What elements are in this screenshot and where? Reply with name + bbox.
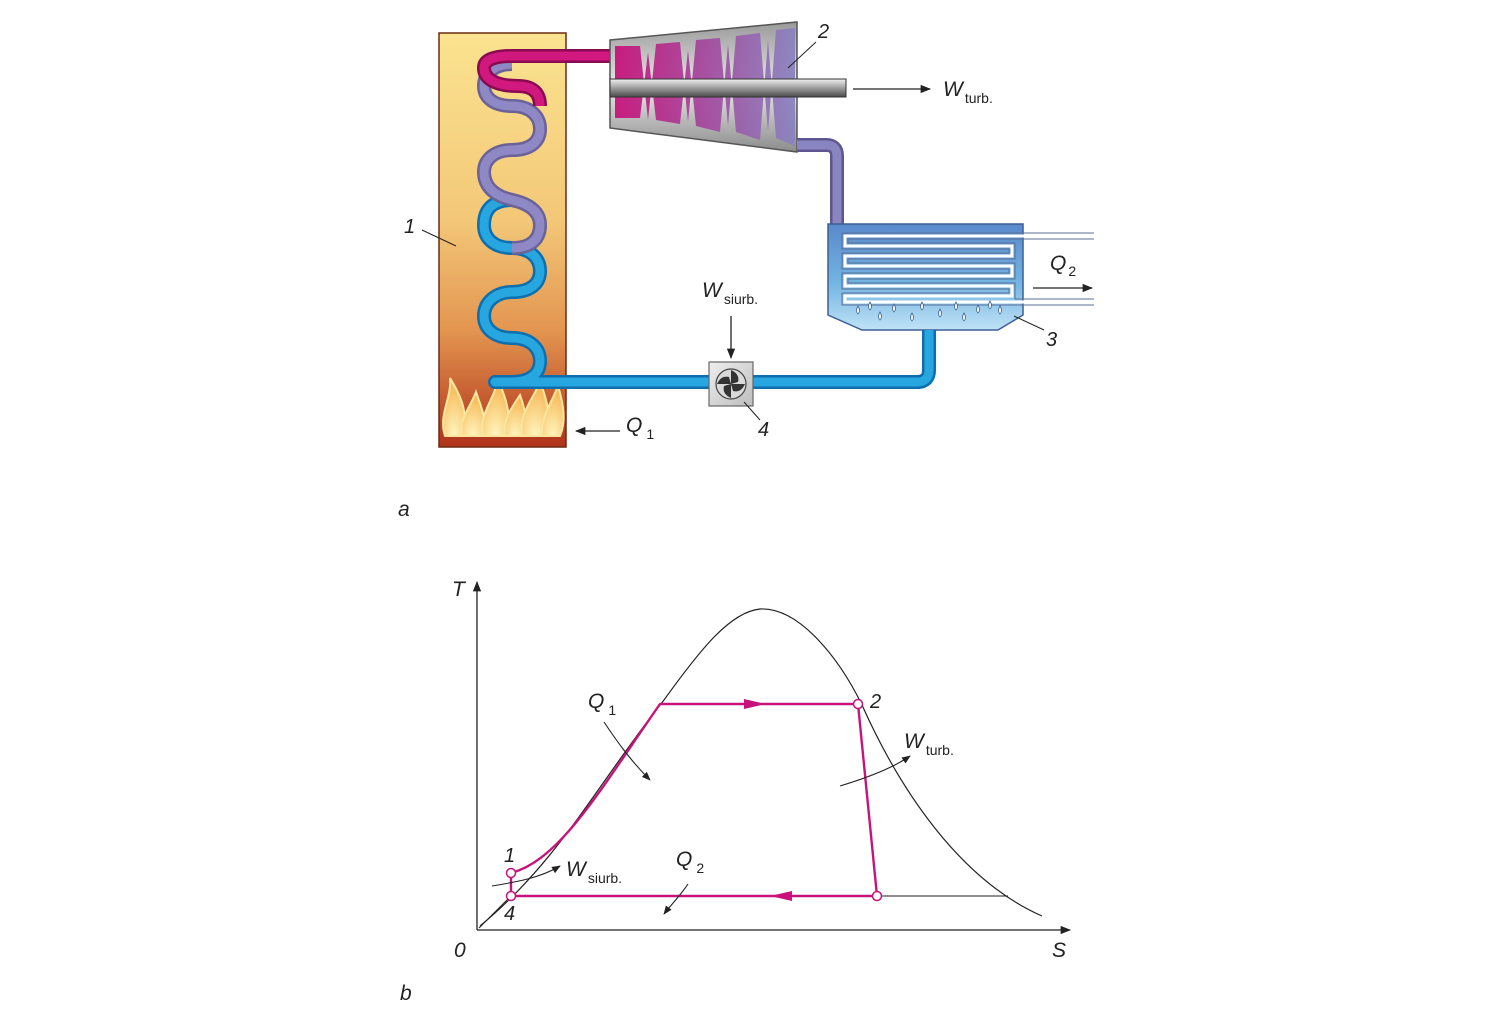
turbine-leader [787, 41, 817, 69]
turbine-work-subscript-b: turb. [926, 742, 954, 758]
pump-number-label: 4 [758, 419, 769, 441]
q1-arrow [603, 721, 651, 781]
heat-out-subscript: 2 [1068, 263, 1076, 279]
heat-out-symbol: Q [1050, 252, 1066, 275]
pump-leader [743, 401, 761, 421]
q2-subscript: 2 [696, 860, 704, 876]
turbine [609, 21, 847, 153]
condenser-leader [1013, 315, 1045, 331]
point-1-label: 1 [504, 845, 515, 867]
turbine-work-symbol: W [943, 78, 965, 101]
turbine-work-subscript: turb. [965, 90, 993, 106]
condenser-coil [843, 234, 1094, 304]
point-4-label: 4 [504, 903, 515, 925]
boiler-leader [421, 229, 457, 247]
pump-work-symbol-b: W [566, 858, 588, 881]
pump-impeller-icon [717, 370, 745, 398]
state-point-2 [852, 698, 864, 710]
saturation-dome [479, 608, 1043, 927]
exhaust-pipe [797, 138, 844, 226]
turbine-shaft [609, 78, 847, 98]
pump-line [478, 895, 512, 929]
x-axis-label: S [1052, 939, 1066, 962]
condenser-number-label: 3 [1046, 329, 1057, 351]
heat-in-subscript: 1 [646, 426, 654, 442]
q1-subscript: 1 [608, 702, 616, 718]
point-2-label: 2 [869, 691, 881, 713]
state-point-3 [871, 890, 883, 902]
q2-arrow [663, 883, 689, 915]
cycle-arrow-top [744, 699, 766, 709]
origin-label: 0 [454, 939, 466, 962]
turbine-work-symbol-b: W [904, 730, 926, 753]
pump-work-symbol: W [702, 279, 724, 302]
turbine-work-arrow-b [839, 755, 911, 787]
condensate-drops [856, 300, 1002, 322]
pump-work-subscript: siurb. [724, 291, 758, 307]
condenser [827, 223, 1094, 331]
turbine-number-label: 2 [817, 21, 829, 43]
cycle-arrow-bottom [770, 891, 792, 901]
pump-work-subscript-b: siurb. [588, 870, 622, 886]
heat-in-symbol: Q [626, 414, 642, 437]
pump-work-arrow-b [491, 865, 561, 887]
panel-b-label: b [400, 982, 412, 1005]
y-axis-label: T [452, 578, 467, 601]
q2-symbol: Q [676, 848, 692, 871]
state-point-4 [505, 890, 517, 902]
state-point-1 [505, 867, 517, 879]
rankine-cycle-path [509, 702, 879, 898]
panel-a-label: a [398, 498, 410, 521]
condenser-coil-outline [841, 232, 1094, 306]
q1-symbol: Q [588, 690, 604, 713]
pump [708, 361, 754, 407]
boiler-number-label: 1 [404, 216, 415, 238]
